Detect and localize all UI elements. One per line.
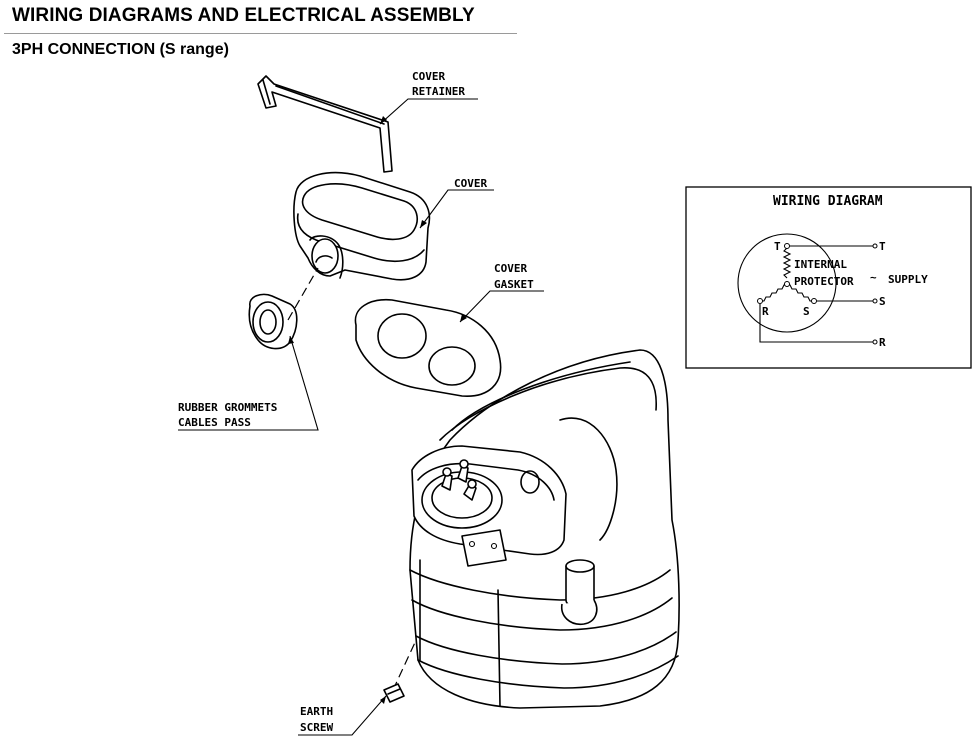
internal-protector-label-2: PROTECTOR <box>794 275 854 288</box>
internal-protector-label-1: INTERNAL <box>794 258 847 271</box>
motor-outline <box>737 233 837 333</box>
supply-label: SUPPLY <box>888 273 928 286</box>
cover-retainer-label-1: COVER <box>412 70 445 83</box>
cover-gasket-label-1: COVER <box>494 262 527 275</box>
rubber-grommets-label-1: RUBBER GROMMETS <box>178 401 277 414</box>
cover-label: COVER <box>454 177 487 190</box>
rubber-grommet-part <box>248 293 298 350</box>
rubber-grommets-label-2: CABLES PASS <box>178 416 251 429</box>
earth-screw-label-2: SCREW <box>300 721 333 734</box>
cover-part <box>293 172 431 281</box>
cover-gasket-label-2: GASKET <box>494 278 534 291</box>
callout-leaders <box>178 98 544 736</box>
winding-r <box>760 283 788 302</box>
cover-retainer-part <box>257 75 393 173</box>
wiring-diagram-panel: WIRING DIAGRAM T R S T S R INTERNAL PROT… <box>685 186 972 369</box>
earth-screw-part <box>383 683 405 703</box>
wire-r <box>759 304 873 343</box>
winding-t <box>782 247 792 279</box>
supply-terminal-t: T <box>879 240 886 253</box>
page-title: WIRING DIAGRAMS AND ELECTRICAL ASSEMBLY <box>12 5 475 26</box>
section-subtitle: 3PH CONNECTION (S range) <box>12 41 229 58</box>
supply-terminal-r: R <box>879 336 886 349</box>
wiring-diagram-title: WIRING DIAGRAM <box>773 194 883 209</box>
winding-terminal-r: R <box>762 305 769 318</box>
title-divider <box>4 33 517 34</box>
compressor-body <box>409 349 680 709</box>
cover-gasket-part <box>354 299 502 397</box>
ac-symbol: ~ <box>870 271 877 284</box>
supply-terminal-s: S <box>879 295 886 308</box>
grommet-assembly-line <box>287 267 319 321</box>
winding-s <box>786 283 814 302</box>
cover-retainer-label-2: RETAINER <box>412 85 465 98</box>
winding-terminal-t: T <box>774 240 781 253</box>
earth-screw-label-1: EARTH <box>300 705 333 718</box>
winding-terminal-s: S <box>803 305 810 318</box>
